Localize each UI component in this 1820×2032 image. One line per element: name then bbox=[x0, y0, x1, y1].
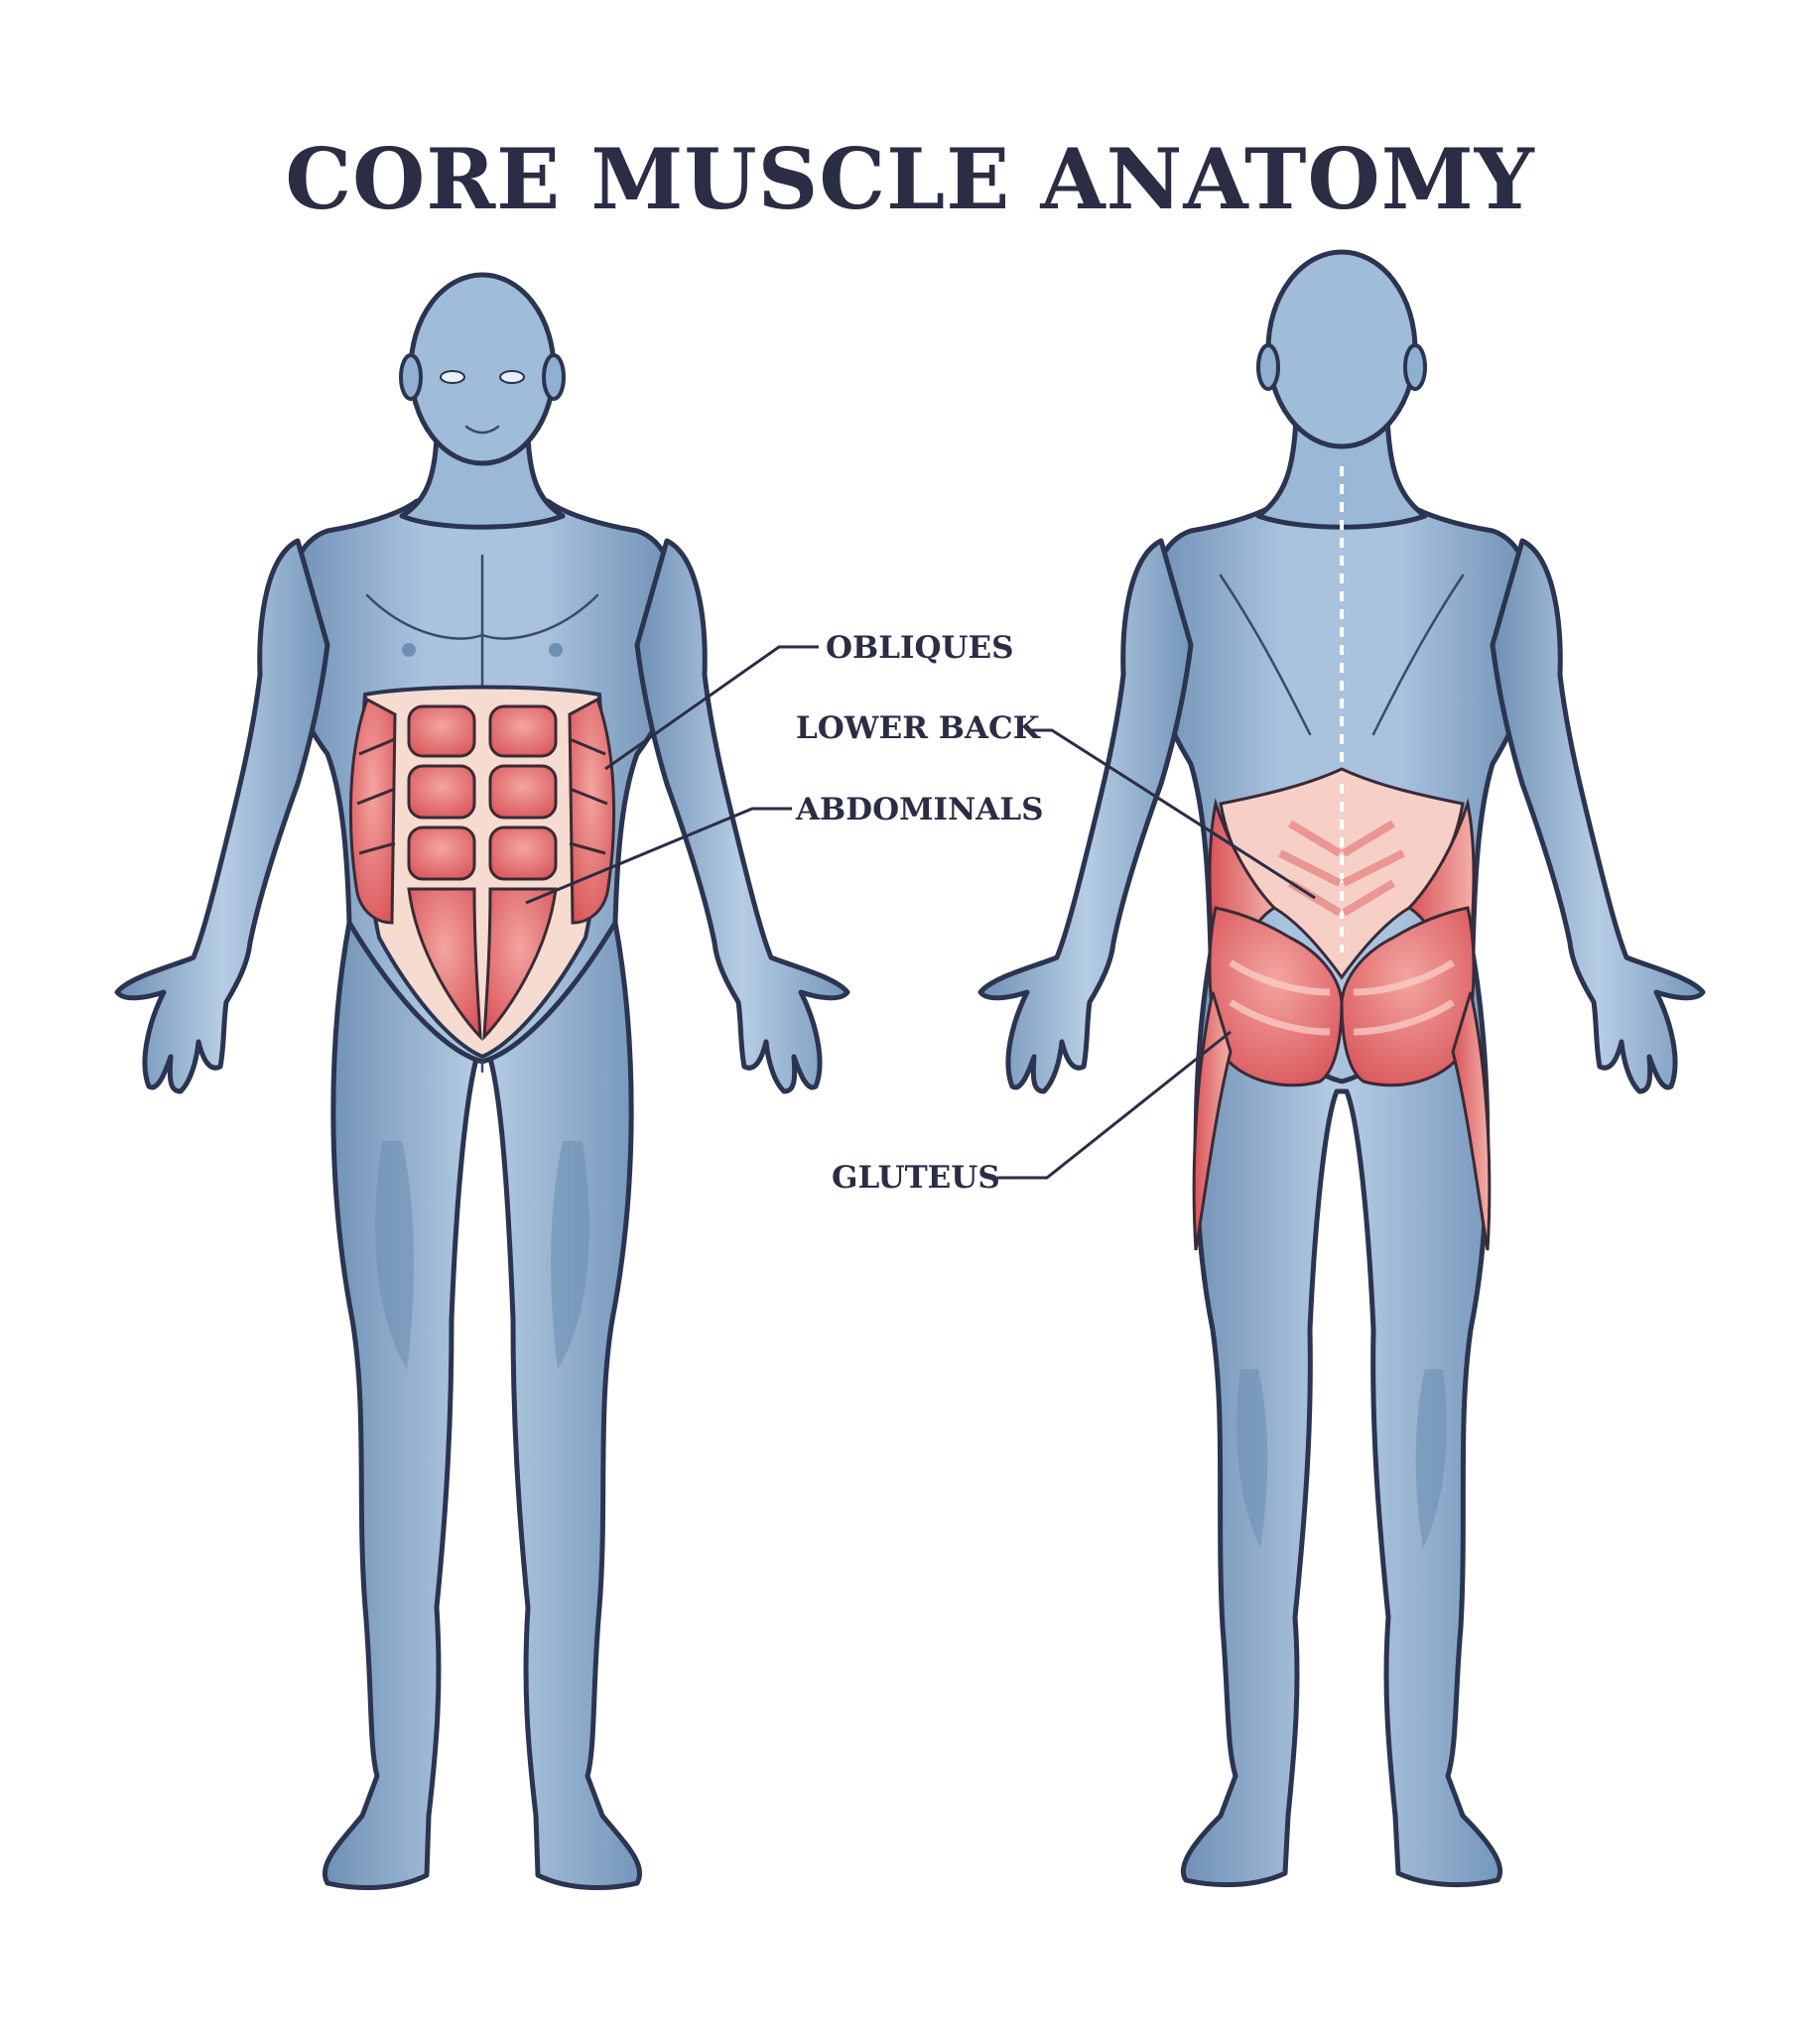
lower-back-label: LOWER BACK bbox=[796, 710, 1041, 746]
abdominal-muscles bbox=[348, 685, 616, 1060]
back-figure bbox=[977, 249, 1706, 1888]
front-head bbox=[408, 272, 557, 466]
label-abdominals: ABDOMINALS bbox=[525, 792, 1044, 905]
back-head bbox=[1265, 249, 1418, 449]
gluteus-label: GLUTEUS bbox=[832, 1160, 1000, 1196]
diagram-title: CORE MUSCLE ANATOMY bbox=[285, 130, 1534, 228]
label-obliques: OBLIQUES bbox=[604, 630, 1014, 771]
label-lower-back: LOWER BACK bbox=[796, 710, 1316, 900]
label-gluteus: GLUTEUS bbox=[832, 1030, 1232, 1196]
abdominals-label: ABDOMINALS bbox=[795, 792, 1044, 827]
obliques-label: OBLIQUES bbox=[826, 630, 1014, 666]
back-core-muscles bbox=[1192, 767, 1492, 1251]
front-figure bbox=[114, 272, 850, 1890]
